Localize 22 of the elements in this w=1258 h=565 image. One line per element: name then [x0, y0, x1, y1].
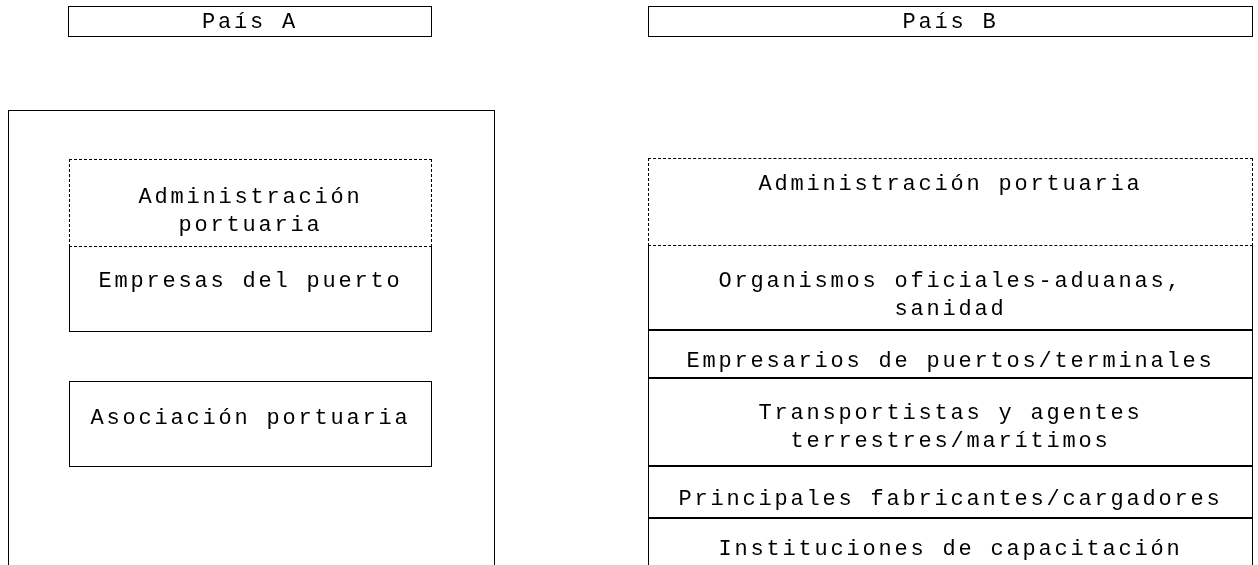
- node-label: Organismos oficiales-aduanas, sanidad: [717, 268, 1184, 324]
- entity-box: [648, 377, 1253, 467]
- entity-box: [648, 246, 1253, 331]
- entity-box: [69, 381, 432, 467]
- node-label: Asociación portuaria: [90, 405, 411, 433]
- node-label: Principales fabricantes/cargadores: [677, 486, 1224, 514]
- node-label: Transportistas y agentes terrestres/marítimos: [757, 400, 1144, 456]
- country-box: [68, 6, 432, 37]
- entity-box: [69, 246, 432, 332]
- country-box: [648, 6, 1253, 37]
- entity-box: [648, 329, 1253, 379]
- node-label: Administración portuaria: [137, 184, 364, 240]
- group-frame: [8, 110, 495, 565]
- node-label: País A: [201, 9, 299, 37]
- entity-box: [648, 465, 1253, 519]
- node-label: Administración portuaria: [757, 171, 1144, 199]
- node-label: Empresarios de puertos/terminales: [685, 348, 1216, 376]
- dashed-box: [648, 158, 1253, 246]
- node-label: Instituciones de capacitación: [717, 536, 1184, 564]
- node-label: Empresas del puerto: [97, 268, 404, 296]
- node-label: País B: [901, 9, 1000, 37]
- dashed-box: [69, 159, 432, 247]
